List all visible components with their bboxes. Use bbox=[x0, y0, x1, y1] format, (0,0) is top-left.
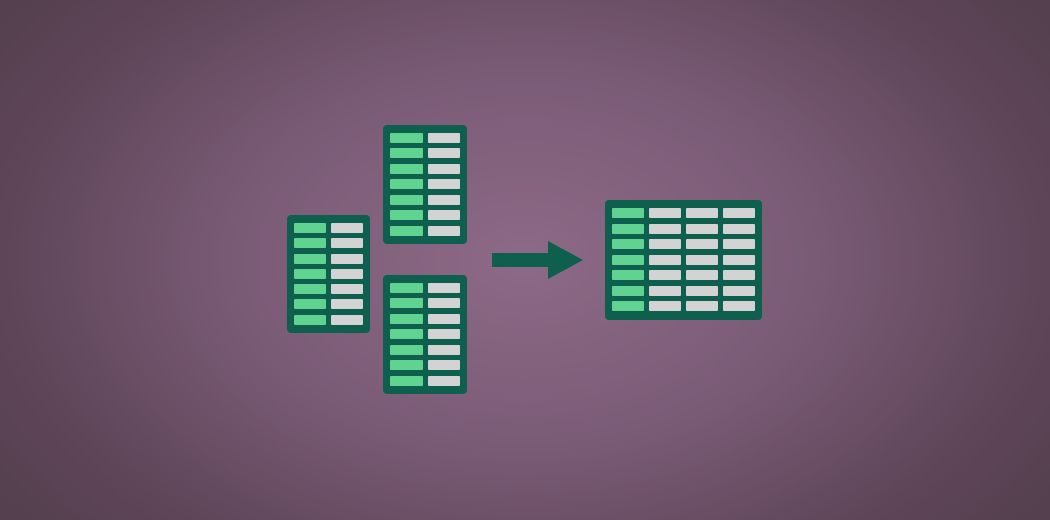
value-cell bbox=[331, 299, 363, 310]
value-cell bbox=[427, 360, 460, 371]
value-cell bbox=[723, 254, 755, 265]
value-cell bbox=[331, 268, 363, 279]
value-cell bbox=[427, 194, 460, 205]
key-cell bbox=[390, 313, 423, 324]
value-cell bbox=[427, 313, 460, 324]
value-cell bbox=[427, 344, 460, 355]
value-cell bbox=[331, 223, 363, 233]
key-cell bbox=[390, 283, 423, 293]
value-cell bbox=[723, 285, 755, 296]
value-cell bbox=[427, 298, 460, 309]
value-cell bbox=[723, 223, 755, 234]
key-cell bbox=[390, 298, 423, 309]
key-cell bbox=[294, 284, 326, 295]
value-cell bbox=[723, 239, 755, 250]
key-cell bbox=[612, 285, 644, 296]
arrow-shaft bbox=[492, 253, 554, 267]
merged-table bbox=[605, 200, 762, 320]
key-cell bbox=[390, 163, 423, 174]
value-cell bbox=[427, 375, 460, 386]
value-cell bbox=[427, 329, 460, 340]
key-cell bbox=[612, 208, 644, 218]
value-cell bbox=[427, 148, 460, 159]
value-cell bbox=[427, 210, 460, 221]
value-cell bbox=[427, 179, 460, 190]
key-cell bbox=[390, 210, 423, 221]
value-cell bbox=[723, 208, 755, 218]
value-cell bbox=[723, 270, 755, 281]
value-cell bbox=[649, 285, 681, 296]
key-cell bbox=[294, 253, 326, 264]
arrow-right-icon bbox=[492, 241, 583, 279]
key-cell bbox=[294, 268, 326, 279]
value-cell bbox=[331, 253, 363, 264]
key-cell bbox=[294, 223, 326, 233]
key-cell bbox=[294, 238, 326, 249]
source-table-left bbox=[287, 215, 370, 333]
value-cell bbox=[649, 239, 681, 250]
value-cell bbox=[649, 254, 681, 265]
key-cell bbox=[390, 148, 423, 159]
key-cell bbox=[612, 301, 644, 312]
key-cell bbox=[612, 223, 644, 234]
value-cell bbox=[686, 270, 718, 281]
value-cell bbox=[723, 301, 755, 312]
key-cell bbox=[612, 254, 644, 265]
source-table-top bbox=[383, 125, 467, 244]
key-cell bbox=[390, 344, 423, 355]
key-cell bbox=[390, 360, 423, 371]
value-cell bbox=[686, 239, 718, 250]
value-cell bbox=[649, 301, 681, 312]
key-cell bbox=[612, 270, 644, 281]
key-cell bbox=[612, 239, 644, 250]
value-cell bbox=[686, 223, 718, 234]
source-table-bottom bbox=[383, 275, 467, 394]
value-cell bbox=[331, 238, 363, 249]
key-cell bbox=[390, 329, 423, 340]
value-cell bbox=[427, 163, 460, 174]
value-cell bbox=[427, 283, 460, 293]
key-cell bbox=[294, 299, 326, 310]
value-cell bbox=[331, 314, 363, 325]
value-cell bbox=[649, 223, 681, 234]
value-cell bbox=[649, 208, 681, 218]
key-cell bbox=[390, 194, 423, 205]
value-cell bbox=[686, 208, 718, 218]
key-cell bbox=[390, 225, 423, 236]
key-cell bbox=[294, 314, 326, 325]
key-cell bbox=[390, 375, 423, 386]
value-cell bbox=[649, 270, 681, 281]
arrow-head bbox=[548, 241, 583, 279]
key-cell bbox=[390, 179, 423, 190]
value-cell bbox=[686, 285, 718, 296]
value-cell bbox=[427, 225, 460, 236]
value-cell bbox=[427, 133, 460, 143]
value-cell bbox=[686, 301, 718, 312]
value-cell bbox=[686, 254, 718, 265]
value-cell bbox=[331, 284, 363, 295]
key-cell bbox=[390, 133, 423, 143]
